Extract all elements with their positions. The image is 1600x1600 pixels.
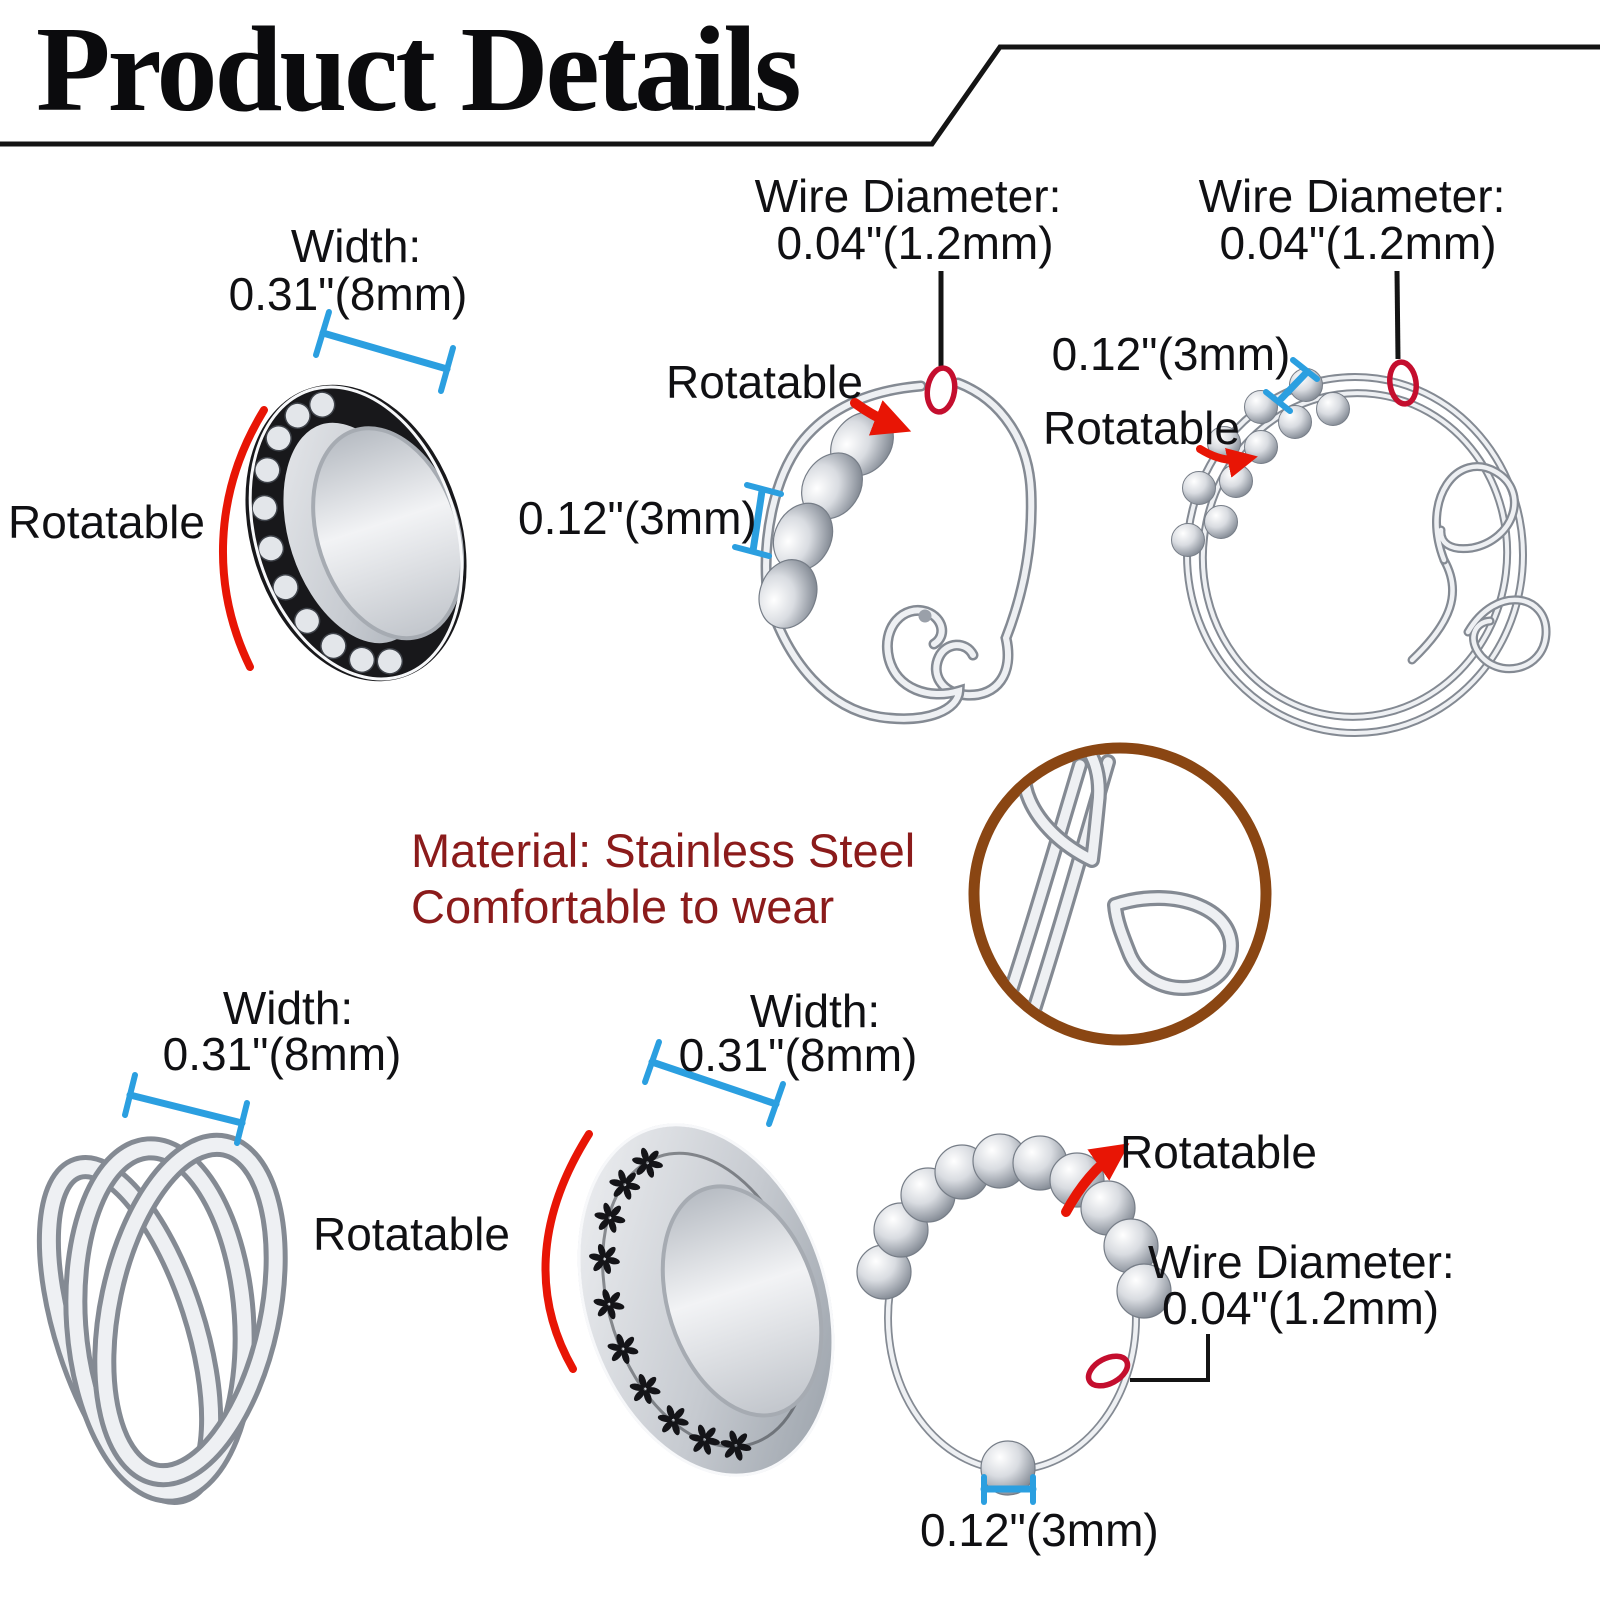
width-measure-moon [313,309,456,394]
moon-ring-width-value: 0.31"(8mm) [228,268,468,320]
material-note-line2: Comfortable to wear [411,880,835,933]
single-ring-rotatable-label: Rotatable [666,356,863,408]
wire-pointer-line [1130,1334,1210,1382]
bead-measure-hoop [980,1474,1037,1505]
triple-ring-width-value: 0.31"(8mm) [162,1028,402,1080]
rotate-arc-icon [541,1130,593,1373]
double-ring-wire-diameter-value: 0.04"(1.2mm) [1219,217,1497,269]
page-title: Product Details [36,2,802,137]
wire-gauge-ellipse-icon [924,365,958,415]
rotate-arrow-icon [850,398,912,436]
rotate-arrow-icon [1196,445,1258,478]
width-measure-flower [642,1039,786,1127]
hoop-ring-wire-diameter-value: 0.04"(1.2mm) [1162,1282,1440,1334]
bead-wire-ring [749,383,1032,719]
flower-ring-width-label: Width: [749,985,881,1037]
double-ring-rotatable-label: Rotatable [1043,402,1240,454]
single-ring-bead-size-value: 0.12"(3mm) [518,492,757,544]
bead-measure-single [732,482,784,559]
moon-ring-rotatable-label: Rotatable [8,496,205,548]
double-ring-wire-diameter-label: Wire Diameter: [1198,170,1506,222]
single-ring-wire-diameter-value: 0.04"(1.2mm) [776,217,1054,269]
rotate-arrow-icon [1061,1143,1130,1217]
wire-gauge-ellipse-icon [1085,1353,1131,1389]
wire-gauge-ellipse-icon [1387,359,1419,407]
wire-pointer-line [1394,270,1401,360]
hoop-ring-rotatable-label: Rotatable [1120,1126,1317,1178]
triple-interlocked-ring [16,1129,304,1512]
hoop-ring-wire-diameter-label: Wire Diameter: [1148,1236,1455,1288]
loop-detail-inset [968,742,1272,1046]
bead-hoop-ring [856,1133,1172,1496]
moon-ring-width-label: Width: [290,220,422,272]
flower-spinner-ring [577,1123,835,1477]
material-note-line1: Material: Stainless Steel [411,824,916,877]
double-ring-bead-size-value: 0.12"(3mm) [1051,328,1291,380]
title-border [0,44,1600,147]
rotate-arc-icon [219,406,268,671]
hoop-ring-bead-size-value: 0.12"(3mm) [920,1504,1159,1556]
bead-measure-double [1263,357,1320,414]
single-ring-wire-diameter-label: Wire Diameter: [754,170,1062,222]
moon-spinner-ring [245,384,467,682]
triple-ring-width-label: Width: [222,982,354,1034]
flower-ring-rotatable-label: Rotatable [313,1208,510,1260]
flower-ring-width-value: 0.31"(8mm) [678,1029,918,1081]
width-measure-triple [122,1072,250,1146]
